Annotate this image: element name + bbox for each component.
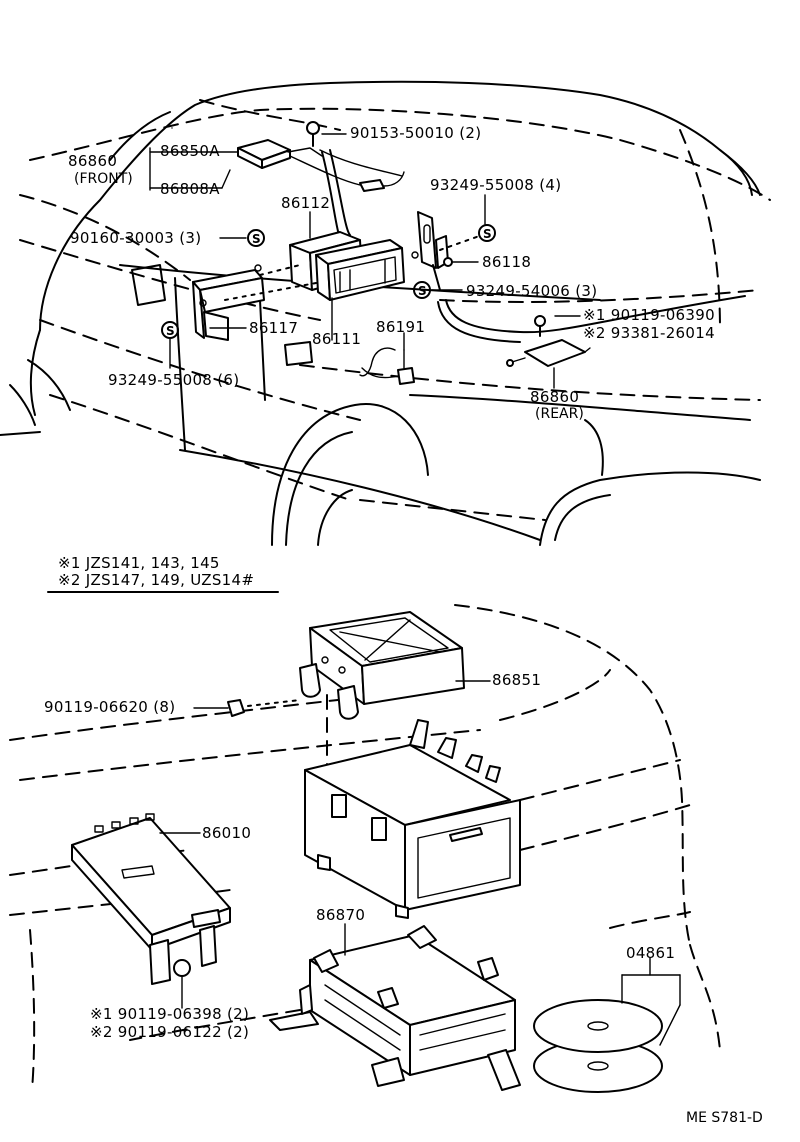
svg-text:S: S	[252, 232, 261, 246]
svg-text:S: S	[418, 284, 427, 298]
legend-note-2: ※2 JZS147, 149, UZS14#	[58, 571, 254, 589]
display-unit-86111-illustration	[289, 231, 405, 301]
label-86191: 86191	[376, 318, 425, 336]
label-86111: 86111	[312, 330, 361, 348]
svg-text:S: S	[166, 324, 175, 338]
label-86112: 86112	[281, 194, 330, 212]
label-86870: 86870	[316, 906, 365, 924]
label-86118: 86118	[482, 253, 531, 271]
legend-note-1: ※1 JZS141, 143, 145	[58, 554, 220, 572]
s-marker-93249-55008-4: S	[478, 224, 496, 242]
label-93249-55008-6: 93249-55008 (6)	[108, 371, 239, 389]
vehicle-outline-top	[0, 80, 771, 546]
harness-86191-illustration	[359, 347, 415, 385]
receiver-86870-illustration	[269, 925, 521, 1091]
unit-86851-illustration	[299, 611, 465, 771]
label-86850A: 86850A	[160, 142, 220, 160]
part-86850A-illustration	[237, 139, 405, 239]
svg-text:S: S	[483, 227, 492, 241]
label-90153-50010: 90153-50010 (2)	[350, 124, 481, 142]
label-90119-06390: ※1 90119-06390	[583, 306, 715, 324]
label-86860-front: 86860	[68, 152, 117, 170]
label-93249-55008-4: 93249-55008 (4)	[430, 176, 561, 194]
labels-bottom: 86851 90119-06620 (8) 86010 86870 04861 …	[44, 671, 675, 1041]
label-93381-26014: ※2 93381-26014	[583, 324, 715, 342]
label-86860-front-note: (FRONT)	[74, 171, 133, 187]
label-90119-06122: ※2 90119-06122 (2)	[90, 1023, 249, 1041]
label-90119-06620: 90119-06620 (8)	[44, 698, 175, 716]
bracket-box-illustration	[304, 719, 521, 919]
label-86117: 86117	[249, 319, 298, 337]
bracket-86117-illustration	[192, 264, 317, 341]
label-86851: 86851	[492, 671, 541, 689]
label-86860-rear-note: (REAR)	[535, 406, 584, 422]
label-90119-06398: ※1 90119-06398 (2)	[90, 1005, 249, 1023]
module-86010-illustration	[71, 127, 231, 985]
leader-lines-bottom	[159, 680, 681, 1046]
labels-top: 86860 (FRONT) 86850A 86808A 90153-50010 …	[68, 124, 715, 422]
rear-antenna-86860-illustration	[506, 315, 591, 367]
label-93249-54006: 93249-54006 (3)	[466, 282, 597, 300]
discs-04861-illustration	[533, 999, 663, 1093]
legend: ※1 JZS141, 143, 145 ※2 JZS147, 149, UZS1…	[47, 554, 279, 593]
s-marker-93249-54006: S	[413, 281, 431, 299]
label-04861: 04861	[626, 944, 675, 962]
leader-lines-top	[149, 133, 581, 389]
diagram-code: ME S781-D	[686, 1110, 763, 1126]
screw-90153-illustration	[306, 121, 320, 147]
label-86010: 86010	[202, 824, 251, 842]
label-86860-rear: 86860	[530, 388, 579, 406]
label-86808A: 86808A	[160, 180, 220, 198]
bolt-90119-06620-illustration	[227, 699, 301, 717]
bracket-86118-illustration	[411, 211, 746, 343]
s-marker-93249-55008-6: S	[161, 321, 179, 339]
label-90160-30003: 90160-30003 (3)	[70, 229, 201, 247]
s-marker-90160: S	[247, 229, 265, 247]
